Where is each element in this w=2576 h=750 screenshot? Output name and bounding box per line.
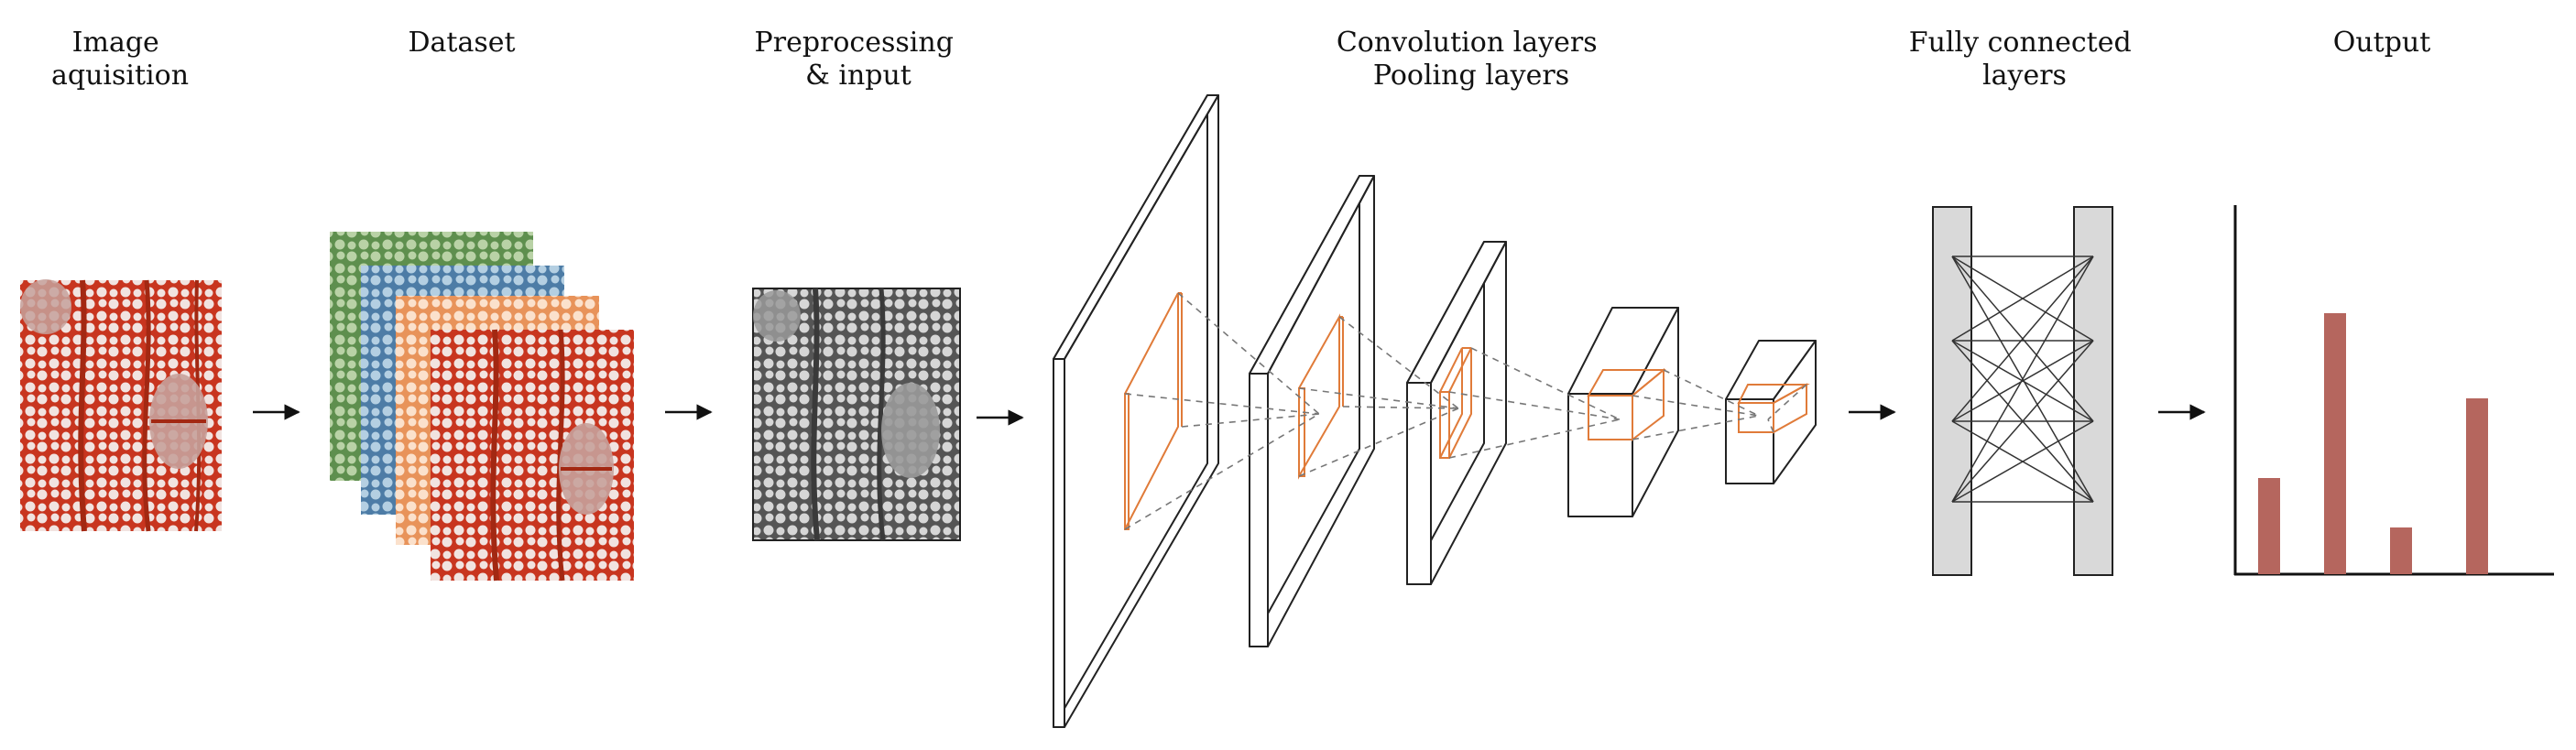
output-bar-chart <box>2233 205 2554 576</box>
fc-connection <box>1951 340 2094 422</box>
convolution-pooling-block <box>1053 94 1817 728</box>
label-dataset: Dataset <box>408 27 515 59</box>
fc-connection-lines <box>1951 255 2094 503</box>
output-bar <box>2466 398 2488 574</box>
output-bars <box>2258 313 2488 574</box>
fc-connection <box>1951 340 2094 503</box>
output-bar <box>2324 313 2346 574</box>
output-bar <box>2258 478 2280 574</box>
fc-column-left <box>1932 206 1972 576</box>
fc-connection <box>1951 420 2094 503</box>
dataset-image-stack <box>330 232 634 582</box>
acquired-micrograph-image <box>20 279 222 532</box>
label-fully-connected: Fully connected layers <box>1909 27 2140 92</box>
projection-lines <box>1124 292 1807 530</box>
fully-connected-block <box>1932 206 2113 576</box>
output-bar <box>2390 527 2412 574</box>
label-convolution-pooling: Convolution layers Pooling layers <box>1337 27 1606 92</box>
label-output: Output <box>2333 27 2431 59</box>
label-preprocessing-input: Preprocessing & input <box>755 27 963 92</box>
preprocessed-grayscale-input <box>752 288 961 541</box>
conv-layer-2 <box>1249 175 1375 647</box>
conv-layer-3 <box>1406 241 1507 585</box>
fc-column-right <box>2073 206 2113 576</box>
pooling-cube-1 <box>1567 307 1679 517</box>
fc-connection <box>1951 255 2094 503</box>
fc-connection <box>1951 255 2094 422</box>
label-image-acquisition: Image aquisition <box>51 27 189 92</box>
conv-layer-1 <box>1053 94 1219 728</box>
fc-connection <box>1951 255 2094 342</box>
